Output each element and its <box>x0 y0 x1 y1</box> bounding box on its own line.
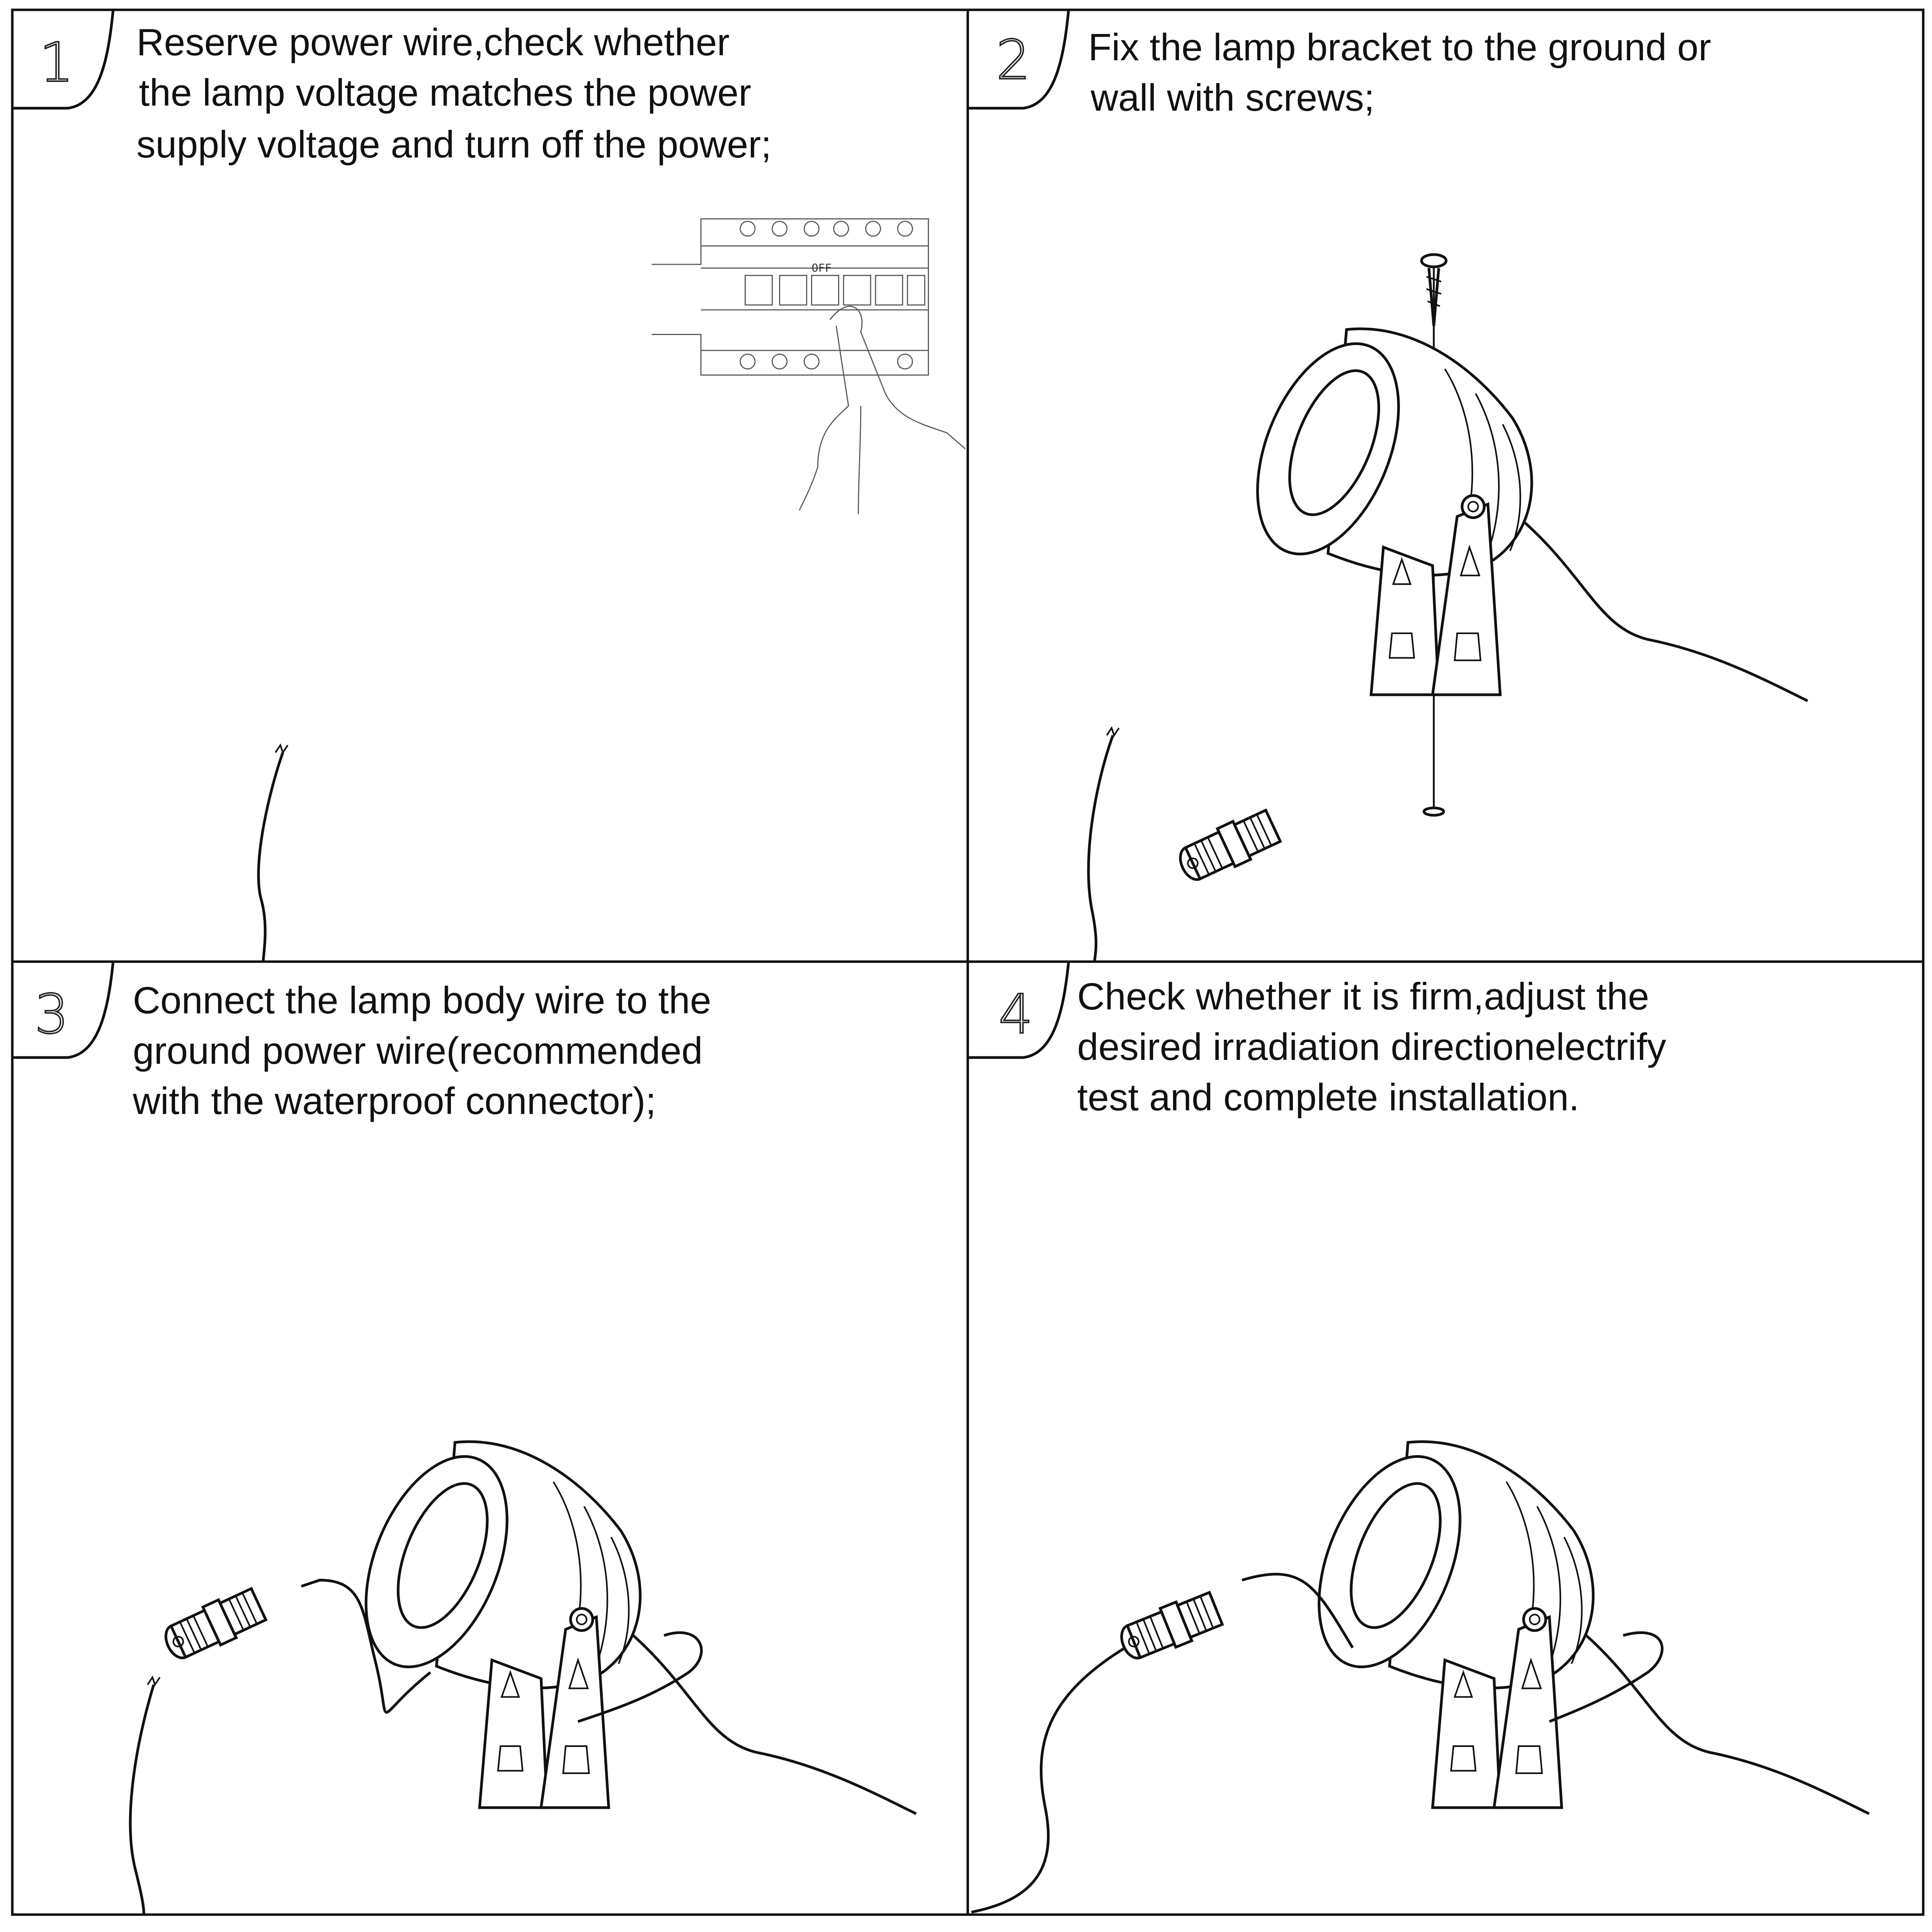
hand <box>829 306 966 449</box>
instruction-line: Connect the lamp body wire to the <box>133 979 711 1021</box>
step-tab-4: 4 <box>968 961 1070 1059</box>
screw-hole-mark <box>1422 806 1445 817</box>
instruction-line: ground power wire(recommended <box>133 1029 703 1072</box>
instruction-line: Fix the lamp bracket to the ground or <box>1088 26 1711 68</box>
step-tab-3: 3 <box>12 961 115 1059</box>
screw <box>1420 253 1447 326</box>
step-tab-1: 1 <box>12 10 115 110</box>
step-number: 3 <box>34 983 69 1046</box>
wire-end <box>1106 726 1120 737</box>
power-wire <box>129 1684 155 1915</box>
lamp-wire-back <box>577 1631 703 1723</box>
lamp-wire <box>301 1578 432 1714</box>
lamp <box>338 1436 916 1814</box>
lamp-wire-back <box>1549 1631 1663 1723</box>
waterproof-connector <box>1174 807 1282 887</box>
step-number: 1 <box>39 31 74 94</box>
circuit-breaker-illustration: OFF <box>651 218 966 514</box>
breaker-off-label: OFF <box>811 261 832 274</box>
power-wire <box>1087 735 1114 962</box>
power-wire <box>971 1646 1126 1914</box>
step-number: 4 <box>998 983 1033 1046</box>
step-3-text: Connect the lamp body wire to the ground… <box>133 979 711 1122</box>
step-2-text: Fix the lamp bracket to the ground or wa… <box>1088 26 1711 119</box>
instruction-line: the lamp voltage matches the power <box>139 71 752 114</box>
instruction-line: Check whether it is firm,adjust the <box>1077 975 1649 1018</box>
lamp <box>1230 323 1808 701</box>
instruction-line: test and complete installation. <box>1077 1076 1580 1119</box>
wire-end <box>275 743 289 755</box>
lamp <box>1291 1436 1869 1814</box>
step-4-text: Check whether it is firm,adjust the desi… <box>1077 975 1667 1119</box>
lamp-wire <box>1242 1573 1354 1649</box>
instruction-line: Reserve power wire,check whether <box>136 21 730 63</box>
waterproof-connector <box>1116 1589 1224 1665</box>
wire-end <box>147 1675 161 1687</box>
instruction-line: wall with screws; <box>1090 76 1374 119</box>
step-number: 2 <box>996 29 1031 92</box>
instruction-line: desired irradiation directionelectrify <box>1077 1026 1667 1068</box>
instruction-line: with the waterproof connector); <box>133 1080 656 1122</box>
step-tab-2: 2 <box>968 10 1070 110</box>
power-wire <box>257 752 284 962</box>
step-1-text: Reserve power wire,check whether the lam… <box>136 21 771 165</box>
waterproof-connector <box>160 1585 267 1665</box>
instruction-line: supply voltage and turn off the power; <box>136 123 771 165</box>
